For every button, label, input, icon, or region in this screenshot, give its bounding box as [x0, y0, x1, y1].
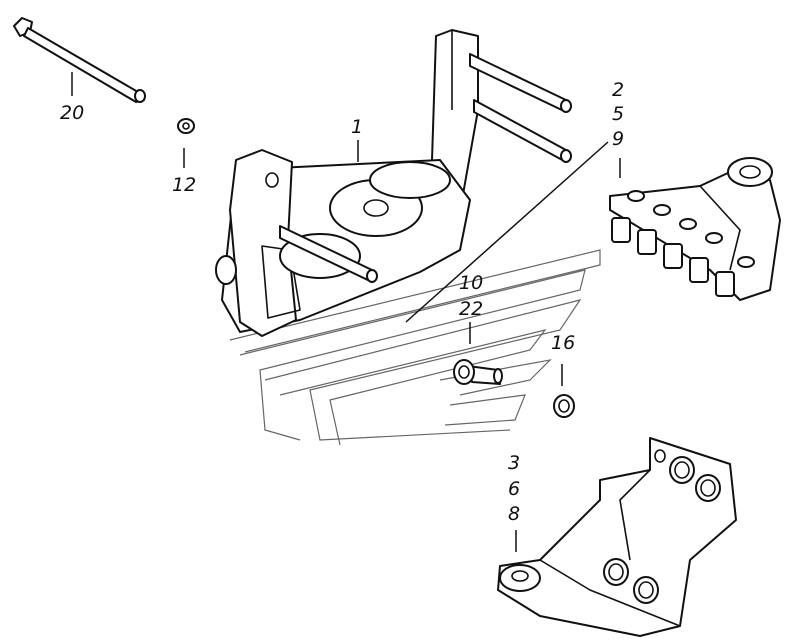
callout-9: 9 [612, 128, 624, 150]
callout-6: 6 [508, 478, 520, 500]
watermark-logo-icon [229, 249, 601, 446]
ring-washer-icon [553, 394, 575, 418]
callout-2: 2 [612, 79, 624, 101]
plate-with-studs-icon [609, 157, 781, 301]
flange-bolt-icon [453, 359, 503, 385]
stud-row [611, 190, 755, 297]
washer-icon [177, 118, 195, 134]
bracket-assembly-icon [215, 29, 572, 337]
callout-12: 12 [172, 174, 196, 196]
leader-diagonal [405, 141, 609, 323]
callout-5: 5 [612, 103, 624, 125]
bolt-icon [13, 17, 146, 103]
callout-10: 10 [459, 272, 483, 294]
callout-1: 1 [351, 116, 363, 138]
callout-22: 22 [459, 298, 483, 320]
callout-8: 8 [508, 503, 520, 525]
support-bracket-icon [497, 437, 737, 637]
callout-16: 16 [551, 332, 575, 354]
callout-20: 20 [60, 102, 84, 124]
callout-3: 3 [508, 452, 520, 474]
